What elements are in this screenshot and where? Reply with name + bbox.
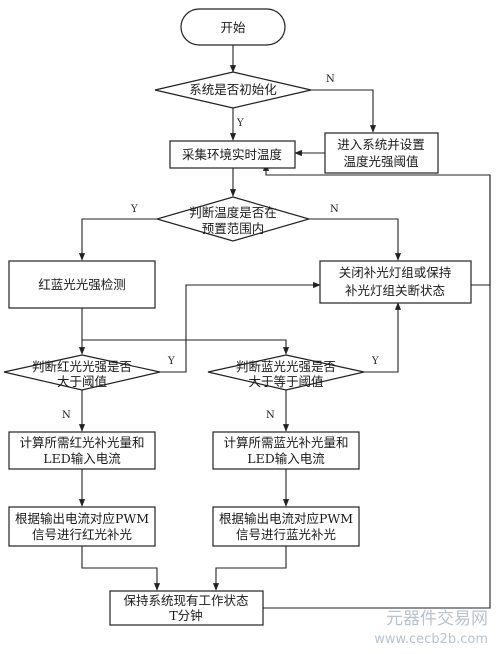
blue-decision-label-line2: 大于等于阈值 bbox=[248, 374, 323, 389]
start-node: 开始 bbox=[180, 8, 286, 46]
init-yes-label: Y bbox=[236, 118, 244, 129]
collect-label: 采集环境实时温度 bbox=[182, 147, 283, 162]
red-decision-label-line2: 大于阈值 bbox=[57, 374, 107, 389]
hold-state-label-line2: T分钟 bbox=[169, 608, 202, 623]
edge-detect-to-blue bbox=[82, 339, 290, 355]
collect-box: 采集环境实时温度 bbox=[169, 140, 296, 169]
init-decision-label: 系统是否初始化 bbox=[189, 82, 277, 97]
temp-no-label: N bbox=[330, 204, 339, 215]
blue-pwm-box: 根据输出电流对应PWM 信号进行蓝光补光 bbox=[212, 506, 360, 547]
setup-box: 进入系统并设置 温度光强阈值 bbox=[324, 132, 439, 174]
red-no-label: N bbox=[62, 410, 71, 421]
close-lights-box: 关闭补光灯组或保持 补光灯组关断状态 bbox=[319, 260, 472, 304]
edge-hold-loop-back bbox=[263, 175, 491, 609]
red-decision: 判断红光光强是否 大于阈值 bbox=[3, 354, 161, 391]
blue-pwm-label-line2: 信号进行蓝光补光 bbox=[236, 527, 336, 542]
flow-edges bbox=[78, 45, 491, 609]
init-no-label: N bbox=[326, 74, 335, 85]
red-calc-box: 计算所需红光补光量和 LED输入电流 bbox=[8, 431, 156, 470]
watermark-line1: 元器件交易网 bbox=[386, 609, 488, 629]
edge-init-no bbox=[311, 89, 377, 133]
blue-decision-label-line1: 判断蓝光光强是否 bbox=[236, 359, 336, 374]
init-decision: 系统是否初始化 bbox=[154, 71, 312, 109]
red-decision-label-line1: 判断红光光强是否 bbox=[32, 359, 132, 374]
red-yes-label: Y bbox=[167, 356, 175, 367]
setup-label-line2: 温度光强阈值 bbox=[343, 154, 418, 169]
edge-blue-yes bbox=[364, 302, 402, 373]
close-lights-label-line1: 关闭补光灯组或保持 bbox=[339, 265, 452, 280]
blue-decision: 判断蓝光光强是否 大于等于阈值 bbox=[207, 354, 365, 391]
blue-pwm-label-line1: 根据输出电流对应PWM bbox=[219, 511, 353, 526]
start-label: 开始 bbox=[220, 20, 246, 35]
edge-temp-no bbox=[309, 218, 402, 261]
setup-label-line1: 进入系统并设置 bbox=[337, 137, 425, 152]
blue-calc-label-line1: 计算所需蓝光补光量和 bbox=[223, 435, 348, 450]
red-pwm-box: 根据输出电流对应PWM 信号进行红光补光 bbox=[8, 506, 156, 547]
temp-decision: 判断温度是否在 预置范围内 bbox=[154, 196, 312, 242]
edge-temp-yes bbox=[78, 218, 157, 261]
blue-calc-label-line2: LED输入电流 bbox=[247, 451, 325, 466]
detect-label: 红蓝光光强检测 bbox=[38, 277, 126, 292]
hold-state-box: 保持系统现有工作状态 T分钟 bbox=[109, 590, 264, 626]
red-pwm-label-line1: 根据输出电流对应PWM bbox=[15, 511, 149, 526]
watermark: 元器件交易网 www.cecb2b.com bbox=[374, 609, 488, 647]
red-calc-label-line2: LED输入电流 bbox=[43, 451, 121, 466]
edge-blue-pwm-to-hold bbox=[212, 546, 287, 591]
blue-no-label: N bbox=[266, 410, 275, 421]
watermark-line2: www.cecb2b.com bbox=[374, 632, 488, 647]
close-lights-label-line2: 补光灯组关断状态 bbox=[345, 283, 445, 298]
temp-decision-label-line1: 判断温度是否在 bbox=[189, 205, 277, 220]
edge-red-yes bbox=[160, 281, 321, 373]
temp-yes-label: Y bbox=[130, 204, 138, 215]
detect-box: 红蓝光光强检测 bbox=[8, 260, 156, 309]
blue-calc-box: 计算所需蓝光补光量和 LED输入电流 bbox=[212, 431, 360, 470]
blue-yes-label: Y bbox=[371, 356, 379, 367]
temp-decision-label-line2: 预置范围内 bbox=[202, 221, 265, 236]
edge-labels: N Y Y N Y Y N N bbox=[62, 74, 379, 421]
hold-state-label-line1: 保持系统现有工作状态 bbox=[123, 593, 248, 608]
red-calc-label-line1: 计算所需红光补光量和 bbox=[19, 435, 144, 450]
red-pwm-label-line2: 信号进行红光补光 bbox=[32, 527, 132, 542]
edge-red-pwm-to-hold bbox=[81, 546, 161, 591]
